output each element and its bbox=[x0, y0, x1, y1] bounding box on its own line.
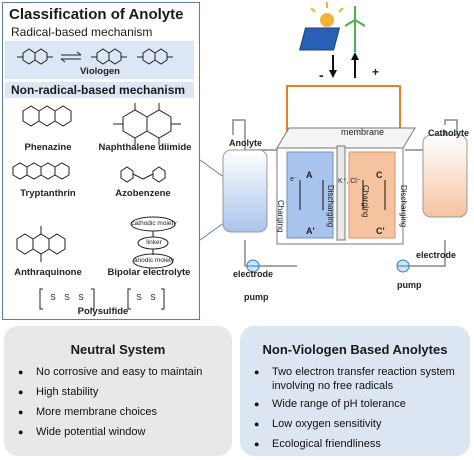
molecule-label: Polysulfide bbox=[77, 306, 129, 317]
non-viologen-list: Two electron transfer reaction system in… bbox=[254, 365, 456, 451]
naphthalene-diimide-structure bbox=[122, 109, 148, 139]
svg-text:S: S bbox=[150, 293, 155, 302]
panel-title: Classification of Anolyte bbox=[9, 6, 184, 23]
molecule-label: Naphthalene diimide bbox=[98, 142, 192, 153]
species-a-prime: A' bbox=[306, 226, 315, 236]
anolyte-classification-panel: Classification of Anolyte Radical-based … bbox=[2, 2, 200, 320]
pump-left-icon bbox=[246, 259, 260, 273]
catholyte-tank bbox=[422, 134, 468, 218]
viologen-band: Viologen bbox=[5, 41, 194, 79]
electron-label: e⁻ bbox=[290, 176, 298, 183]
molecule-label: Tryptanthrin bbox=[20, 188, 76, 199]
svg-text:S: S bbox=[136, 293, 141, 302]
minus-terminal: - bbox=[319, 67, 324, 83]
list-item: Wide range of pH tolerance bbox=[254, 397, 456, 411]
svg-text:S: S bbox=[64, 293, 69, 302]
pump-right-label: pump bbox=[397, 280, 422, 290]
svg-text:S: S bbox=[50, 293, 55, 302]
anolyte-tank bbox=[222, 149, 268, 233]
neutral-system-title: Neutral System bbox=[70, 342, 166, 357]
list-item: Low oxygen sensitivity bbox=[254, 417, 456, 431]
non-viologen-title: Non-Viologen Based Anolytes bbox=[262, 342, 448, 357]
membrane bbox=[336, 145, 346, 241]
ions-label: K⁺, Cl⁻ bbox=[338, 178, 361, 185]
membrane-label: membrane bbox=[341, 127, 385, 137]
list-item: No corrosive and easy to maintain bbox=[18, 365, 218, 379]
species-c-prime: C' bbox=[376, 226, 385, 236]
svg-text:S: S bbox=[78, 293, 83, 302]
non-viologen-box: Non-Viologen Based Anolytes Two electron… bbox=[240, 326, 470, 456]
charging-right-label: Charging bbox=[361, 185, 370, 218]
neutral-system-box: Neutral System No corrosive and easy to … bbox=[4, 326, 232, 456]
flow-cell-diagram bbox=[222, 2, 468, 273]
wind-turbine-icon bbox=[344, 6, 366, 52]
molecule-label: Phenazine bbox=[24, 142, 72, 153]
phenazine-structure bbox=[22, 105, 40, 127]
anolyte-compartment bbox=[286, 151, 334, 239]
molecule-structures: S S S S S bbox=[12, 103, 181, 310]
list-item: Wide potential window bbox=[18, 425, 218, 439]
pump-right-icon bbox=[396, 259, 410, 273]
catholyte-label: Catholyte bbox=[428, 128, 470, 138]
list-item: High stability bbox=[18, 385, 218, 399]
tryptanthrin-structure bbox=[12, 162, 28, 180]
catholyte-compartment bbox=[348, 151, 396, 239]
molecule-label: Azobenzene bbox=[115, 188, 171, 199]
species-c: C bbox=[376, 170, 383, 180]
anolyte-label: Anolyte bbox=[229, 138, 263, 148]
neutral-system-list: No corrosive and easy to maintain High s… bbox=[18, 365, 218, 439]
radical-section-title: Radical-based mechanism bbox=[11, 25, 153, 39]
bipolar-anodic-label: anodic moiety bbox=[133, 257, 175, 264]
viologen-structure bbox=[17, 48, 173, 65]
list-item: Ecological friendliness bbox=[254, 437, 456, 451]
anthraquinone-structure bbox=[16, 233, 34, 255]
species-a: A bbox=[306, 170, 313, 180]
charging-left-label: Charging bbox=[276, 200, 285, 233]
viologen-label: Viologen bbox=[80, 66, 120, 77]
list-item: More membrane choices bbox=[18, 405, 218, 419]
discharging-right-label: Discharging bbox=[399, 185, 408, 228]
nonradical-section-title: Non-radical-based mechanism bbox=[5, 82, 194, 98]
solar-panel-icon bbox=[298, 2, 344, 51]
molecule-label: Anthraquinone bbox=[14, 267, 82, 278]
molecule-label: Bipolar electrolyte bbox=[107, 267, 191, 278]
plus-terminal: + bbox=[372, 65, 380, 79]
discharging-left-label: Discharging bbox=[326, 185, 335, 228]
bipolar-cathodic-label: cathodic moiety bbox=[131, 220, 177, 227]
bipolar-linker-label: linker bbox=[146, 239, 162, 246]
electrode-right-label: electrode bbox=[416, 250, 457, 260]
pump-left-label: pump bbox=[244, 292, 269, 302]
list-item: Two electron transfer reaction system in… bbox=[254, 365, 456, 393]
azobenzene-structure bbox=[120, 166, 134, 183]
electrode-left-label: electrode bbox=[233, 269, 274, 279]
